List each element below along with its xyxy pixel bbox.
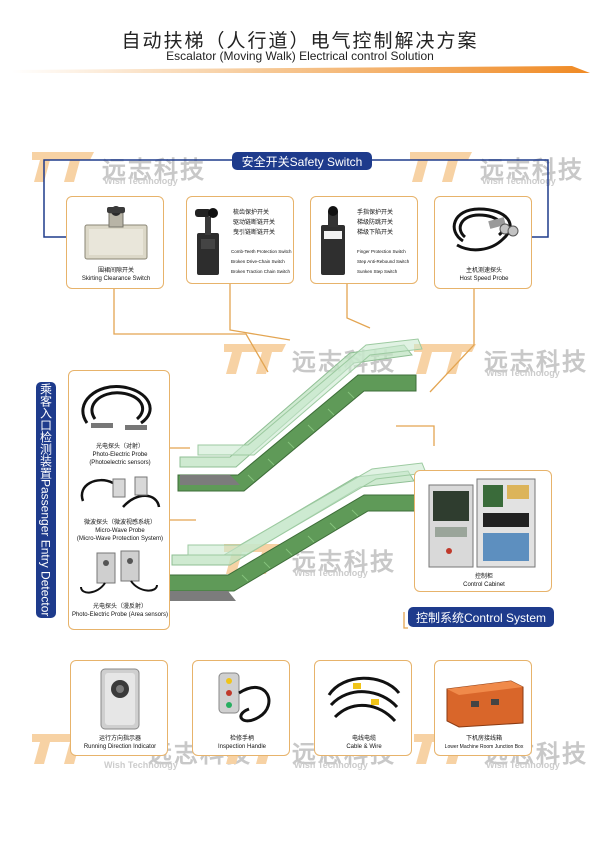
junction-box-zh: 下机房接线箱 — [465, 736, 502, 742]
inspection-handle-zh: 检修手柄 — [229, 736, 254, 742]
control-cabinet-zh: 控制柜 — [474, 574, 493, 580]
watermark-en-6: Wish Technology — [104, 760, 178, 770]
control-cabinet-icon — [428, 478, 536, 568]
comb-switch-zh-3: 曳引链断链开关 — [233, 230, 276, 236]
direction-indicator-card: 运行方向指示器 Running Direction Indicator — [70, 660, 168, 756]
junction-box-en: Lower Machine Room Junction Box — [444, 744, 524, 750]
limit-switch-icon — [84, 206, 148, 260]
cable-icon — [327, 676, 401, 723]
direction-indicator-en: Running Direction Indicator — [83, 744, 157, 750]
host-speed-probe-card: 主机测速探头 Host Speed Probe — [434, 196, 532, 289]
escalator-illustration — [168, 338, 427, 601]
photo-probe-en-1: Photo-Electric Probe — [92, 452, 148, 458]
comb-switch-en-1: Comb-Teeth Protection Switch — [231, 249, 292, 254]
area-sensor-icon — [80, 550, 158, 594]
finger-switch-zh-3: 梯级下陷开关 — [357, 230, 394, 236]
title-underline — [12, 66, 590, 73]
direction-indicator-zh: 运行方向指示器 — [98, 736, 141, 742]
cable-wire-zh: 电线电缆 — [351, 736, 376, 742]
speed-probe-label-zh: 主机测速探头 — [465, 268, 502, 274]
cable-wire-en: Cable & Wire — [346, 744, 382, 750]
skirting-switch-label-en: Skirting Clearance Switch — [81, 276, 151, 282]
inspection-handle-card: 检修手柄 Inspection Handle — [192, 660, 290, 756]
inspection-handle-icon — [218, 672, 271, 723]
watermark-en-2: Wish Technology — [482, 176, 556, 186]
area-probe-en: Photo-Electric Probe (Area sensors) — [71, 612, 169, 618]
photo-probe-zh: 光电探头（对射） — [95, 444, 144, 450]
comb-switch-zh-1: 梳齿保护开关 — [233, 210, 270, 216]
watermark-en-4: Wish Technology — [486, 368, 560, 378]
photo-probe-en-2: (Photoelectric sensors) — [89, 460, 151, 466]
direction-indicator-icon — [100, 668, 140, 730]
skirting-switch-card: 围裙间隙开关 Skirting Clearance Switch — [66, 196, 164, 289]
speed-probe-icon — [452, 207, 519, 252]
watermark-3 — [222, 340, 288, 382]
page-title-en: Escalator (Moving Walk) Electrical contr… — [166, 49, 434, 63]
cable-wire-card: 电线电缆 Cable & Wire — [314, 660, 412, 756]
passenger-entry-banner: 乘客入口检测装置Passenger Entry Detector — [36, 382, 56, 618]
microwave-probe-zh: 微波探头（微波视感系统） — [83, 520, 156, 526]
control-system-banner: 控制系统Control System — [408, 607, 554, 627]
skirting-switch-label-zh: 围裙间隙开关 — [97, 268, 134, 274]
microwave-probe-en-2: (Micro-Wave Protection System) — [76, 536, 164, 542]
area-probe-zh: 光电探头（漫反射） — [92, 604, 147, 610]
passenger-entry-card: 光电探头（对射） Photo-Electric Probe (Photoelec… — [68, 370, 170, 630]
finger-protection-switch-card: 手指保护开关 梯级防跳开关 梯级下陷开关 Finger Protection S… — [310, 196, 418, 284]
watermark-en-5: Wish Technology — [294, 568, 368, 578]
comb-switch-en-2: Broken Drive-Chain Switch — [231, 259, 285, 264]
inspection-handle-en: Inspection Handle — [217, 744, 267, 750]
watermark-zh-5: 远志科技 — [292, 548, 396, 576]
speed-probe-label-en: Host Speed Probe — [459, 276, 509, 282]
wt-logo-icon — [224, 344, 286, 374]
comb-switch-zh-2: 驱动链断链开关 — [233, 220, 276, 226]
finger-switch-en-3: Sunken Step Switch — [357, 269, 398, 274]
junction-box-card: 下机房接线箱 Lower Machine Room Junction Box — [434, 660, 532, 756]
finger-switch-zh-2: 梯级防跳开关 — [357, 220, 394, 226]
safety-switch-banner: 安全开关Safety Switch — [232, 152, 372, 170]
comb-switch-en-3: Broken Traction Chain Switch — [231, 269, 291, 274]
microwave-probe-icon — [80, 476, 161, 508]
finger-switch-en-1: Finger Protection Switch — [357, 249, 406, 254]
watermark-zh-4: 远志科技 — [484, 348, 588, 376]
upper-escalator — [177, 338, 423, 492]
control-cabinet-en: Control Cabinet — [463, 582, 505, 588]
comb-teeth-switch-card: 梳齿保护开关 驱动链断链开关 曳引链断链开关 Comb-Teeth Protec… — [186, 196, 294, 284]
finger-switch-en-2: Step Anti-Rebound Switch — [357, 259, 410, 264]
junction-box-icon — [446, 680, 524, 728]
finger-switch-zh-1: 手指保护开关 — [357, 210, 394, 216]
watermark-en-1: Wish Technology — [104, 176, 178, 186]
photo-probe-icon — [81, 384, 152, 430]
safety-switch-icon — [321, 206, 345, 275]
watermark-en-7: Wish Technology — [294, 760, 368, 770]
control-cabinet-card: 控制柜 Control Cabinet — [414, 470, 552, 592]
lever-switch-icon — [195, 208, 219, 275]
watermark-en-8: Wish Technology — [486, 760, 560, 770]
microwave-probe-en-1: Micro-Wave Probe — [95, 528, 145, 534]
page-title-zh: 自动扶梯（人行道）电气控制解决方案 — [121, 30, 479, 52]
